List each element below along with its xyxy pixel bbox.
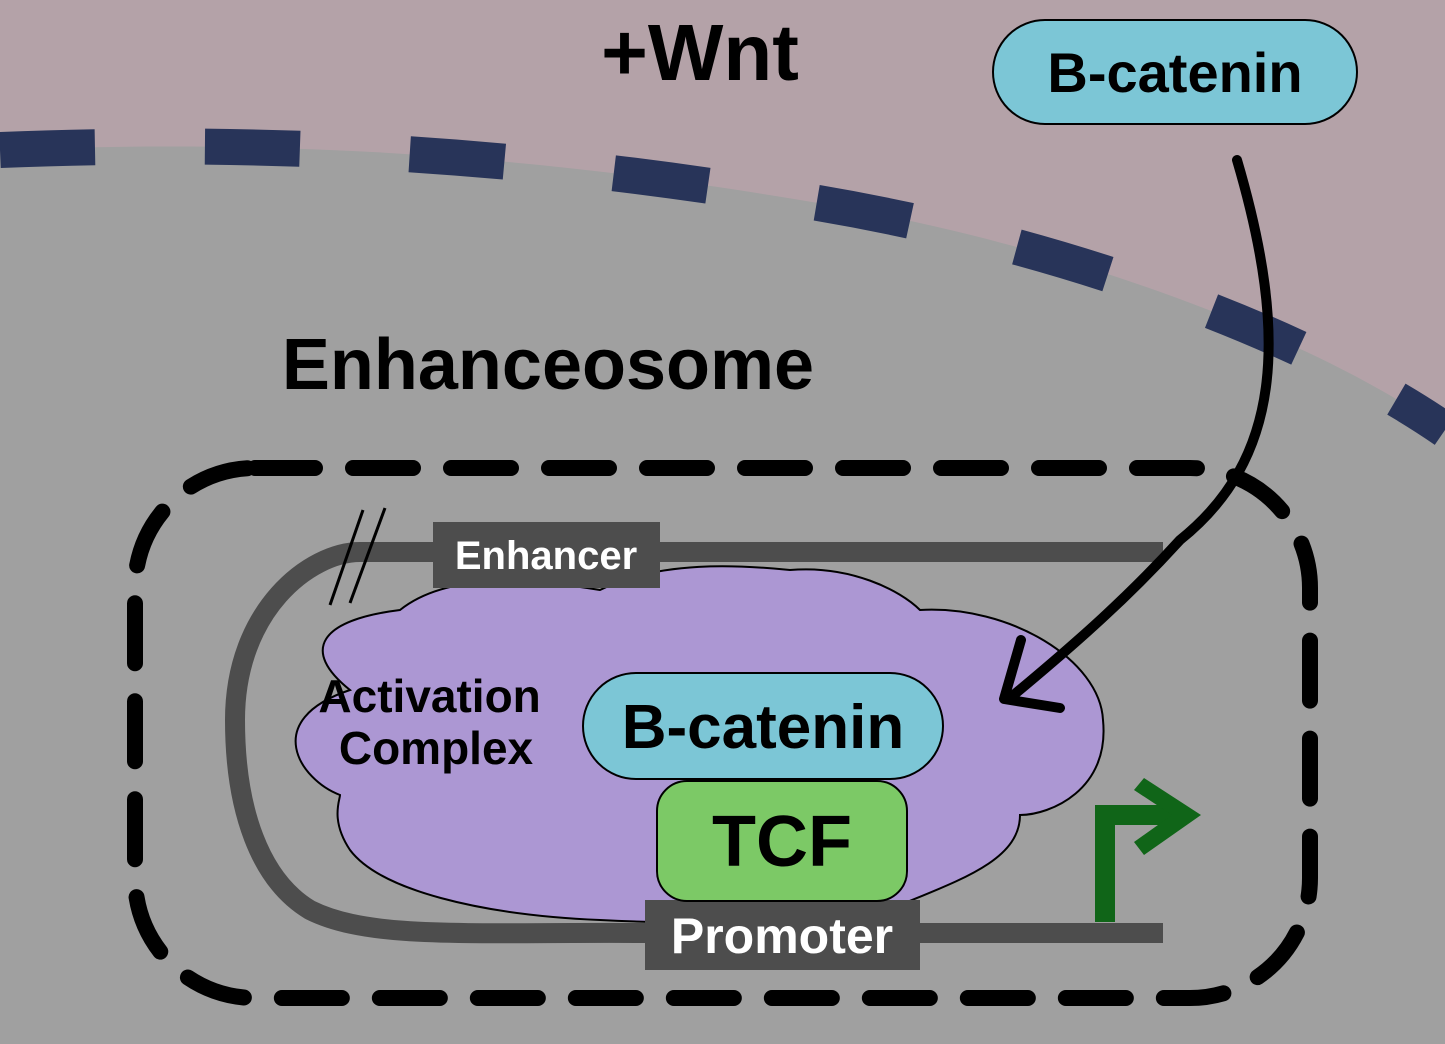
promoter-label: Promoter xyxy=(671,908,893,964)
beta-catenin-outside-pill xyxy=(992,19,1358,125)
dna-strand xyxy=(224,542,1163,944)
tcf-label: TCF xyxy=(712,802,852,882)
nuclear-import-arrowhead xyxy=(999,635,1065,713)
enhanceosome-label: Enhanceosome xyxy=(282,325,814,405)
transcription-start-arrow xyxy=(1095,805,1175,922)
dna-break-mark xyxy=(328,509,365,606)
activation-complex-label: Activation Complex xyxy=(318,670,553,774)
dna-break-mark xyxy=(348,507,387,604)
transcription-start-arrowhead xyxy=(1134,778,1201,855)
activation-complex-line-1: Activation xyxy=(318,670,540,722)
activation-complex-line-2: Complex xyxy=(339,722,534,774)
enhancer-label: Enhancer xyxy=(455,534,637,578)
promoter-box xyxy=(645,900,920,970)
beta-catenin-outside-label: B-catenin xyxy=(1047,41,1302,104)
beta-catenin-bound-label: B-catenin xyxy=(622,693,904,762)
tcf-box xyxy=(656,780,908,902)
wnt-title: +Wnt xyxy=(601,8,799,97)
nuclear-import-arrow xyxy=(1005,155,1274,703)
beta-catenin-bound-pill xyxy=(582,672,944,780)
enhanceosome-boundary xyxy=(127,460,1318,1006)
enhancer-box xyxy=(433,522,660,588)
